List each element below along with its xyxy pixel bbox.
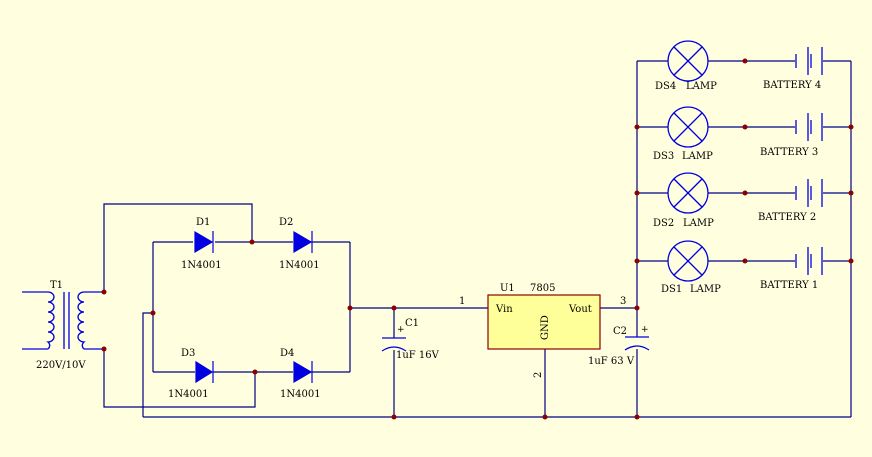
transformer-ref: T1 bbox=[50, 280, 63, 291]
capacitor-c2: + C2 1uF 63 V bbox=[588, 325, 650, 367]
transformer-t1: T1 220V/10V bbox=[22, 280, 104, 371]
lamp-ds4-ref: DS4 bbox=[655, 81, 676, 92]
regulator-u1: U1 7805 Vin Vout GND 1 2 3 bbox=[459, 283, 626, 378]
junction-dot bbox=[848, 124, 854, 130]
lamp-ds2-type: LAMP bbox=[683, 218, 714, 229]
capacitor-c2-polarity: + bbox=[641, 325, 649, 335]
diode-d1-part: 1N4001 bbox=[181, 260, 222, 271]
junction-dot bbox=[101, 289, 107, 295]
junction-dot bbox=[252, 369, 258, 375]
junction-dot bbox=[391, 414, 397, 420]
junction-dot bbox=[249, 239, 255, 245]
junction-dot bbox=[391, 305, 397, 311]
lamp-ds1-ref: DS1 bbox=[661, 284, 682, 295]
junction-dot bbox=[742, 58, 748, 64]
lamp-ds3-type: LAMP bbox=[682, 151, 713, 162]
diode-d1-ref: D1 bbox=[196, 217, 210, 228]
battery-2-label: BATTERY 2 bbox=[758, 212, 816, 223]
diode-d4-ref: D4 bbox=[280, 348, 294, 359]
junction-dot bbox=[347, 305, 353, 311]
junction-dot bbox=[101, 346, 107, 352]
lamp-ds2: DS2 LAMP bbox=[653, 172, 714, 229]
regulator-ref: U1 bbox=[500, 283, 515, 294]
battery-3-label: BATTERY 3 bbox=[760, 147, 818, 158]
capacitor-c1: + C1 1uF 16V bbox=[381, 318, 440, 361]
battery-4-label: BATTERY 4 bbox=[763, 80, 821, 91]
diode-d3-ref: D3 bbox=[181, 348, 195, 359]
diode-d3: D3 1N4001 bbox=[168, 348, 214, 400]
junction-dot bbox=[634, 124, 640, 130]
junction-dot bbox=[742, 258, 748, 264]
diode-d3-part: 1N4001 bbox=[168, 389, 209, 400]
wires bbox=[103, 60, 852, 418]
junction-dot bbox=[634, 258, 640, 264]
lamp-ds4-type: LAMP bbox=[686, 81, 717, 92]
transformer-value: 220V/10V bbox=[36, 360, 86, 371]
capacitor-c1-ref: C1 bbox=[405, 318, 419, 329]
diode-d2-part: 1N4001 bbox=[279, 260, 320, 271]
lamp-ds3: DS3 LAMP bbox=[653, 106, 713, 162]
junction-dot bbox=[848, 258, 854, 264]
lamp-ds1-type: LAMP bbox=[690, 284, 721, 295]
capacitor-c1-polarity: + bbox=[397, 325, 405, 335]
junction-dot bbox=[542, 414, 548, 420]
diode-d1: D1 1N4001 bbox=[181, 217, 222, 271]
battery-1-label: BATTERY 1 bbox=[760, 280, 818, 291]
junction-dot bbox=[848, 190, 854, 196]
capacitor-c2-value: 1uF 63 V bbox=[588, 356, 635, 367]
capacitor-c1-value: 1uF 16V bbox=[396, 350, 440, 361]
battery-2: BATTERY 2 bbox=[758, 179, 823, 223]
junction-dot bbox=[634, 414, 640, 420]
junction-dot bbox=[634, 305, 640, 311]
regulator-pin1: 1 bbox=[459, 296, 465, 307]
diode-d4: D4 1N4001 bbox=[280, 348, 321, 400]
diode-d4-part: 1N4001 bbox=[280, 389, 321, 400]
lamp-ds2-ref: DS2 bbox=[653, 218, 674, 229]
lamp-ds4: DS4 LAMP bbox=[655, 40, 717, 92]
diode-d2-ref: D2 bbox=[279, 217, 293, 228]
battery-3: BATTERY 3 bbox=[760, 113, 823, 158]
regulator-pin2: 2 bbox=[533, 372, 544, 378]
regulator-part: 7805 bbox=[530, 283, 555, 294]
junction-dot bbox=[742, 190, 748, 196]
junctions bbox=[101, 58, 854, 420]
capacitor-c2-ref: C2 bbox=[613, 326, 627, 337]
junction-dot bbox=[634, 190, 640, 196]
regulator-vin-label: Vin bbox=[495, 304, 513, 315]
diode-d2: D2 1N4001 bbox=[279, 217, 320, 271]
battery-1: BATTERY 1 bbox=[760, 247, 823, 291]
battery-4: BATTERY 4 bbox=[763, 47, 823, 91]
lamp-ds1: DS1 LAMP bbox=[661, 240, 721, 295]
lamp-ds3-ref: DS3 bbox=[653, 151, 674, 162]
regulator-pin3: 3 bbox=[620, 296, 626, 307]
junction-dot bbox=[742, 124, 748, 130]
junction-dot bbox=[150, 310, 156, 316]
regulator-vout-label: Vout bbox=[568, 304, 592, 315]
regulator-gnd-label: GND bbox=[540, 315, 551, 340]
